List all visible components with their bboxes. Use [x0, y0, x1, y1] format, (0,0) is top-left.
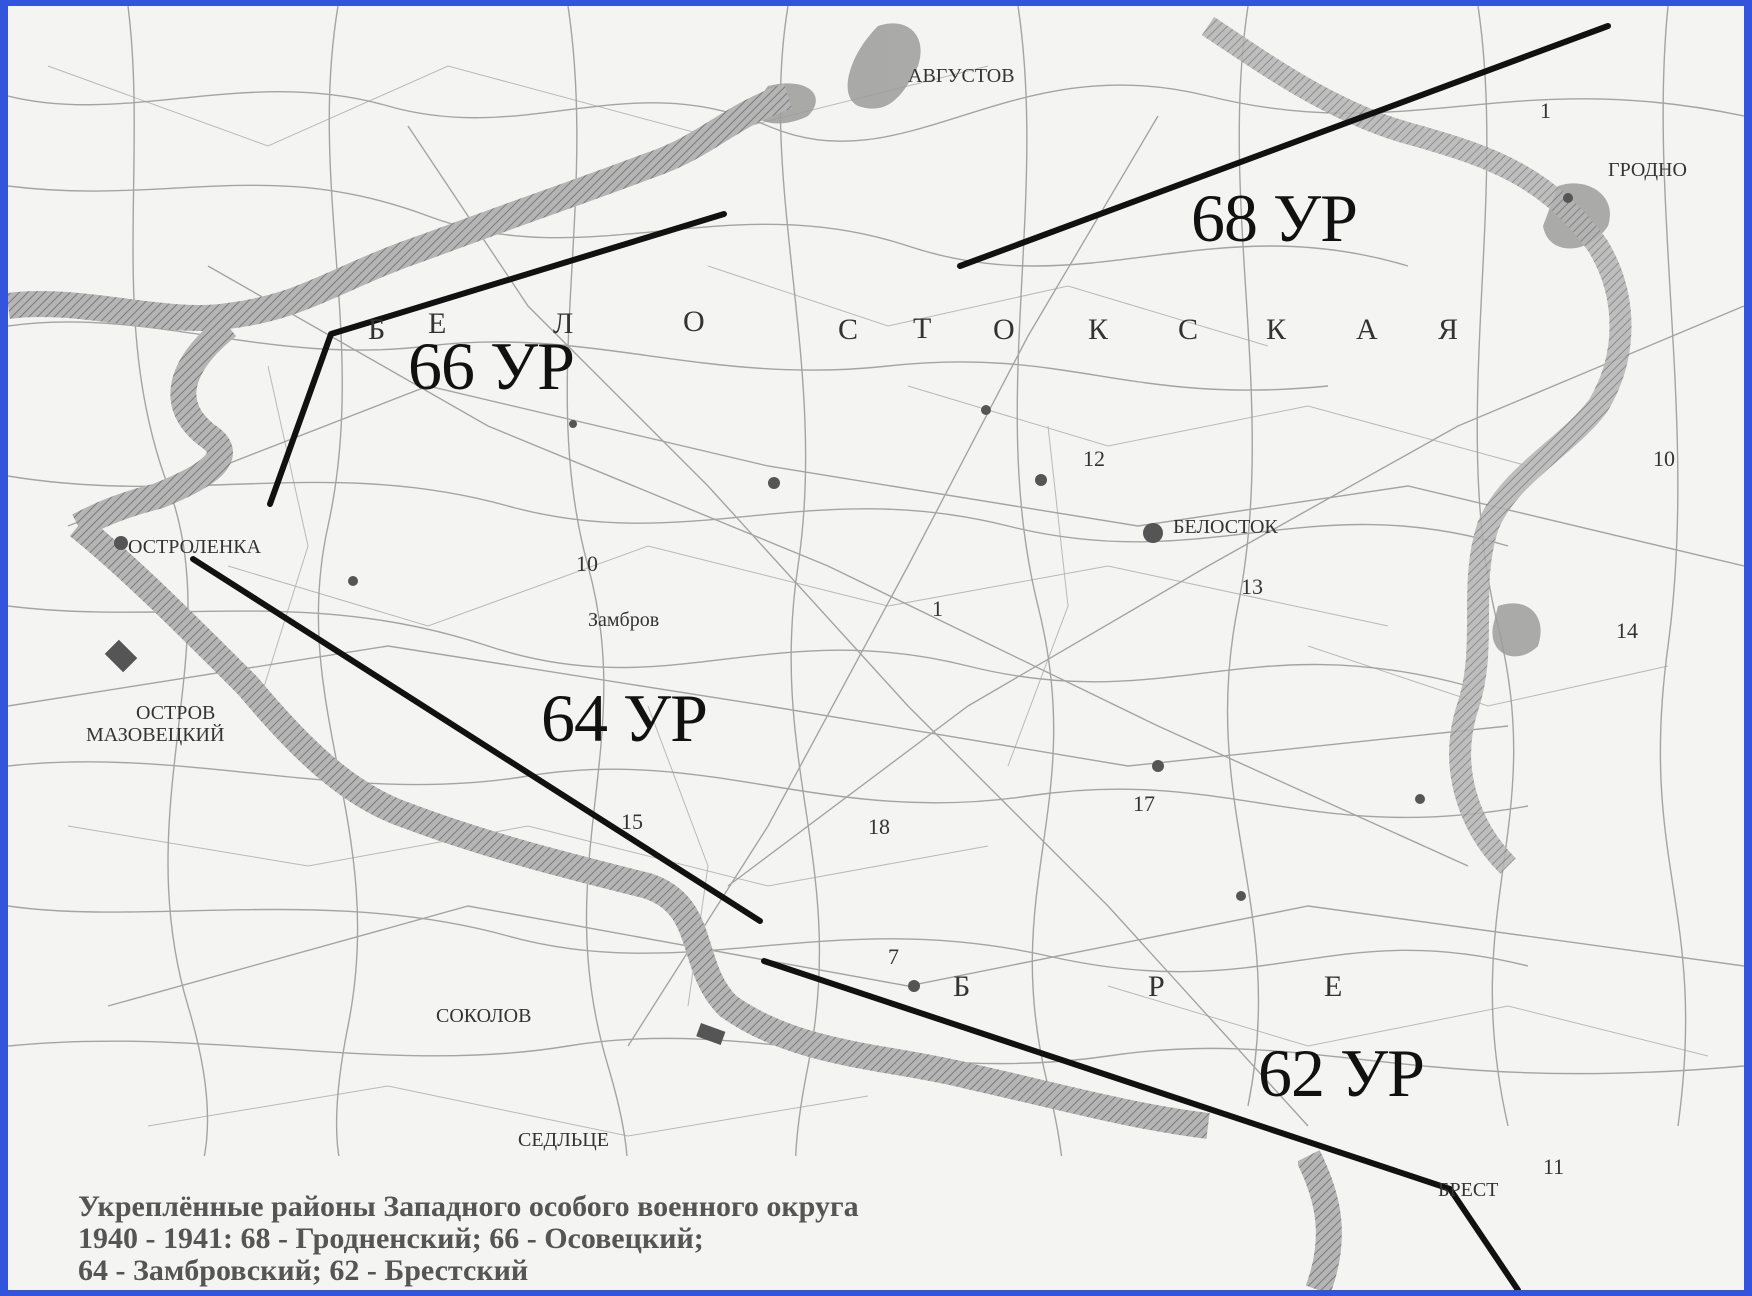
- town-sedlec: СЕДЛЬЦЕ: [518, 1129, 609, 1151]
- svg-text:10: 10: [576, 551, 598, 576]
- town-brest: БРЕСТ: [1438, 1179, 1498, 1201]
- caption-line-1: Укреплённые районы Западного особого вое…: [78, 1190, 859, 1223]
- svg-text:А: А: [1356, 313, 1378, 346]
- region-name-brest: Б Р Е: [953, 970, 1342, 1003]
- town-ostrov: ОСТРОВ: [136, 702, 215, 724]
- svg-text:Т: Т: [913, 312, 931, 345]
- svg-text:Е: Е: [428, 307, 446, 340]
- svg-text:С: С: [838, 313, 858, 346]
- svg-text:Б: Б: [953, 970, 970, 1003]
- ur-66-line: [267, 211, 727, 507]
- town-mazovetsky: МАЗОВЕЦКИЙ: [86, 723, 224, 746]
- svg-text:Р: Р: [1148, 970, 1165, 1003]
- svg-text:О: О: [683, 305, 705, 338]
- svg-text:Я: Я: [1438, 313, 1458, 346]
- ur-62-line: [761, 958, 1521, 1290]
- town-zambrov: Замбров: [588, 609, 659, 631]
- caption-line-2: 1940 - 1941: 68 - Гродненский; 66 - Осов…: [78, 1222, 704, 1255]
- region-name-belostokskaya: Б Е Л О С Т О К С К А Я: [368, 305, 1458, 346]
- ur-62-label: 62 УР: [1258, 1035, 1424, 1111]
- town-grodno: ГРОДНО: [1608, 159, 1687, 181]
- state-border: [8, 16, 1632, 1290]
- svg-text:С: С: [1178, 313, 1198, 346]
- svg-text:К: К: [1088, 313, 1109, 346]
- svg-text:7: 7: [888, 944, 899, 969]
- svg-text:Б: Б: [368, 313, 385, 346]
- svg-text:1: 1: [932, 596, 943, 621]
- ur-labels: 68 УР 66 УР 64 УР 62 УР: [408, 180, 1425, 1111]
- svg-text:17: 17: [1133, 791, 1155, 816]
- map-caption: Укреплённые районы Западного особого вое…: [8, 1156, 1298, 1290]
- svg-text:1: 1: [1540, 98, 1551, 123]
- ur-lines: [190, 23, 1611, 1290]
- map-numbers: 10 12 13 17 18 15 1 14 11 10 7 1: [576, 98, 1675, 1179]
- svg-text:12: 12: [1083, 446, 1105, 471]
- svg-text:К: К: [1266, 313, 1287, 346]
- ur-68-line: [957, 23, 1611, 269]
- svg-text:11: 11: [1543, 1154, 1564, 1179]
- svg-text:О: О: [993, 313, 1015, 346]
- town-labels: БЕЛОСТОК ОСТРОЛЕНКА СОКОЛОВ ОСТРОВ МАЗОВ…: [86, 65, 1687, 1201]
- ur-66-label: 66 УР: [408, 328, 574, 404]
- minor-roads: [47, 65, 1709, 1137]
- svg-text:18: 18: [868, 814, 890, 839]
- ur-68-label: 68 УР: [1191, 180, 1357, 256]
- town-belostok: БЕЛОСТОК: [1173, 516, 1278, 538]
- svg-text:13: 13: [1241, 574, 1263, 599]
- ur-64-line: [190, 556, 763, 924]
- svg-text:10: 10: [1653, 446, 1675, 471]
- svg-text:15: 15: [621, 809, 643, 834]
- map-frame: Б Е Л О С Т О К С К А Я Б Р Е БЕЛОСТОК О…: [8, 6, 1744, 1290]
- map-symbols: [104, 193, 1573, 1046]
- ur-64-label: 64 УР: [541, 680, 707, 756]
- map-image: Б Е Л О С Т О К С К А Я Б Р Е БЕЛОСТОК О…: [8, 6, 1744, 1290]
- svg-text:Е: Е: [1324, 970, 1342, 1003]
- town-avgustov: АВГУСТОВ: [908, 65, 1015, 87]
- town-ostroleka: ОСТРОЛЕНКА: [128, 536, 262, 558]
- svg-text:Л: Л: [553, 307, 573, 340]
- town-sokolov: СОКОЛОВ: [436, 1005, 531, 1027]
- caption-line-3: 64 - Замбровский; 62 - Брестский: [78, 1254, 529, 1287]
- svg-text:14: 14: [1616, 618, 1638, 643]
